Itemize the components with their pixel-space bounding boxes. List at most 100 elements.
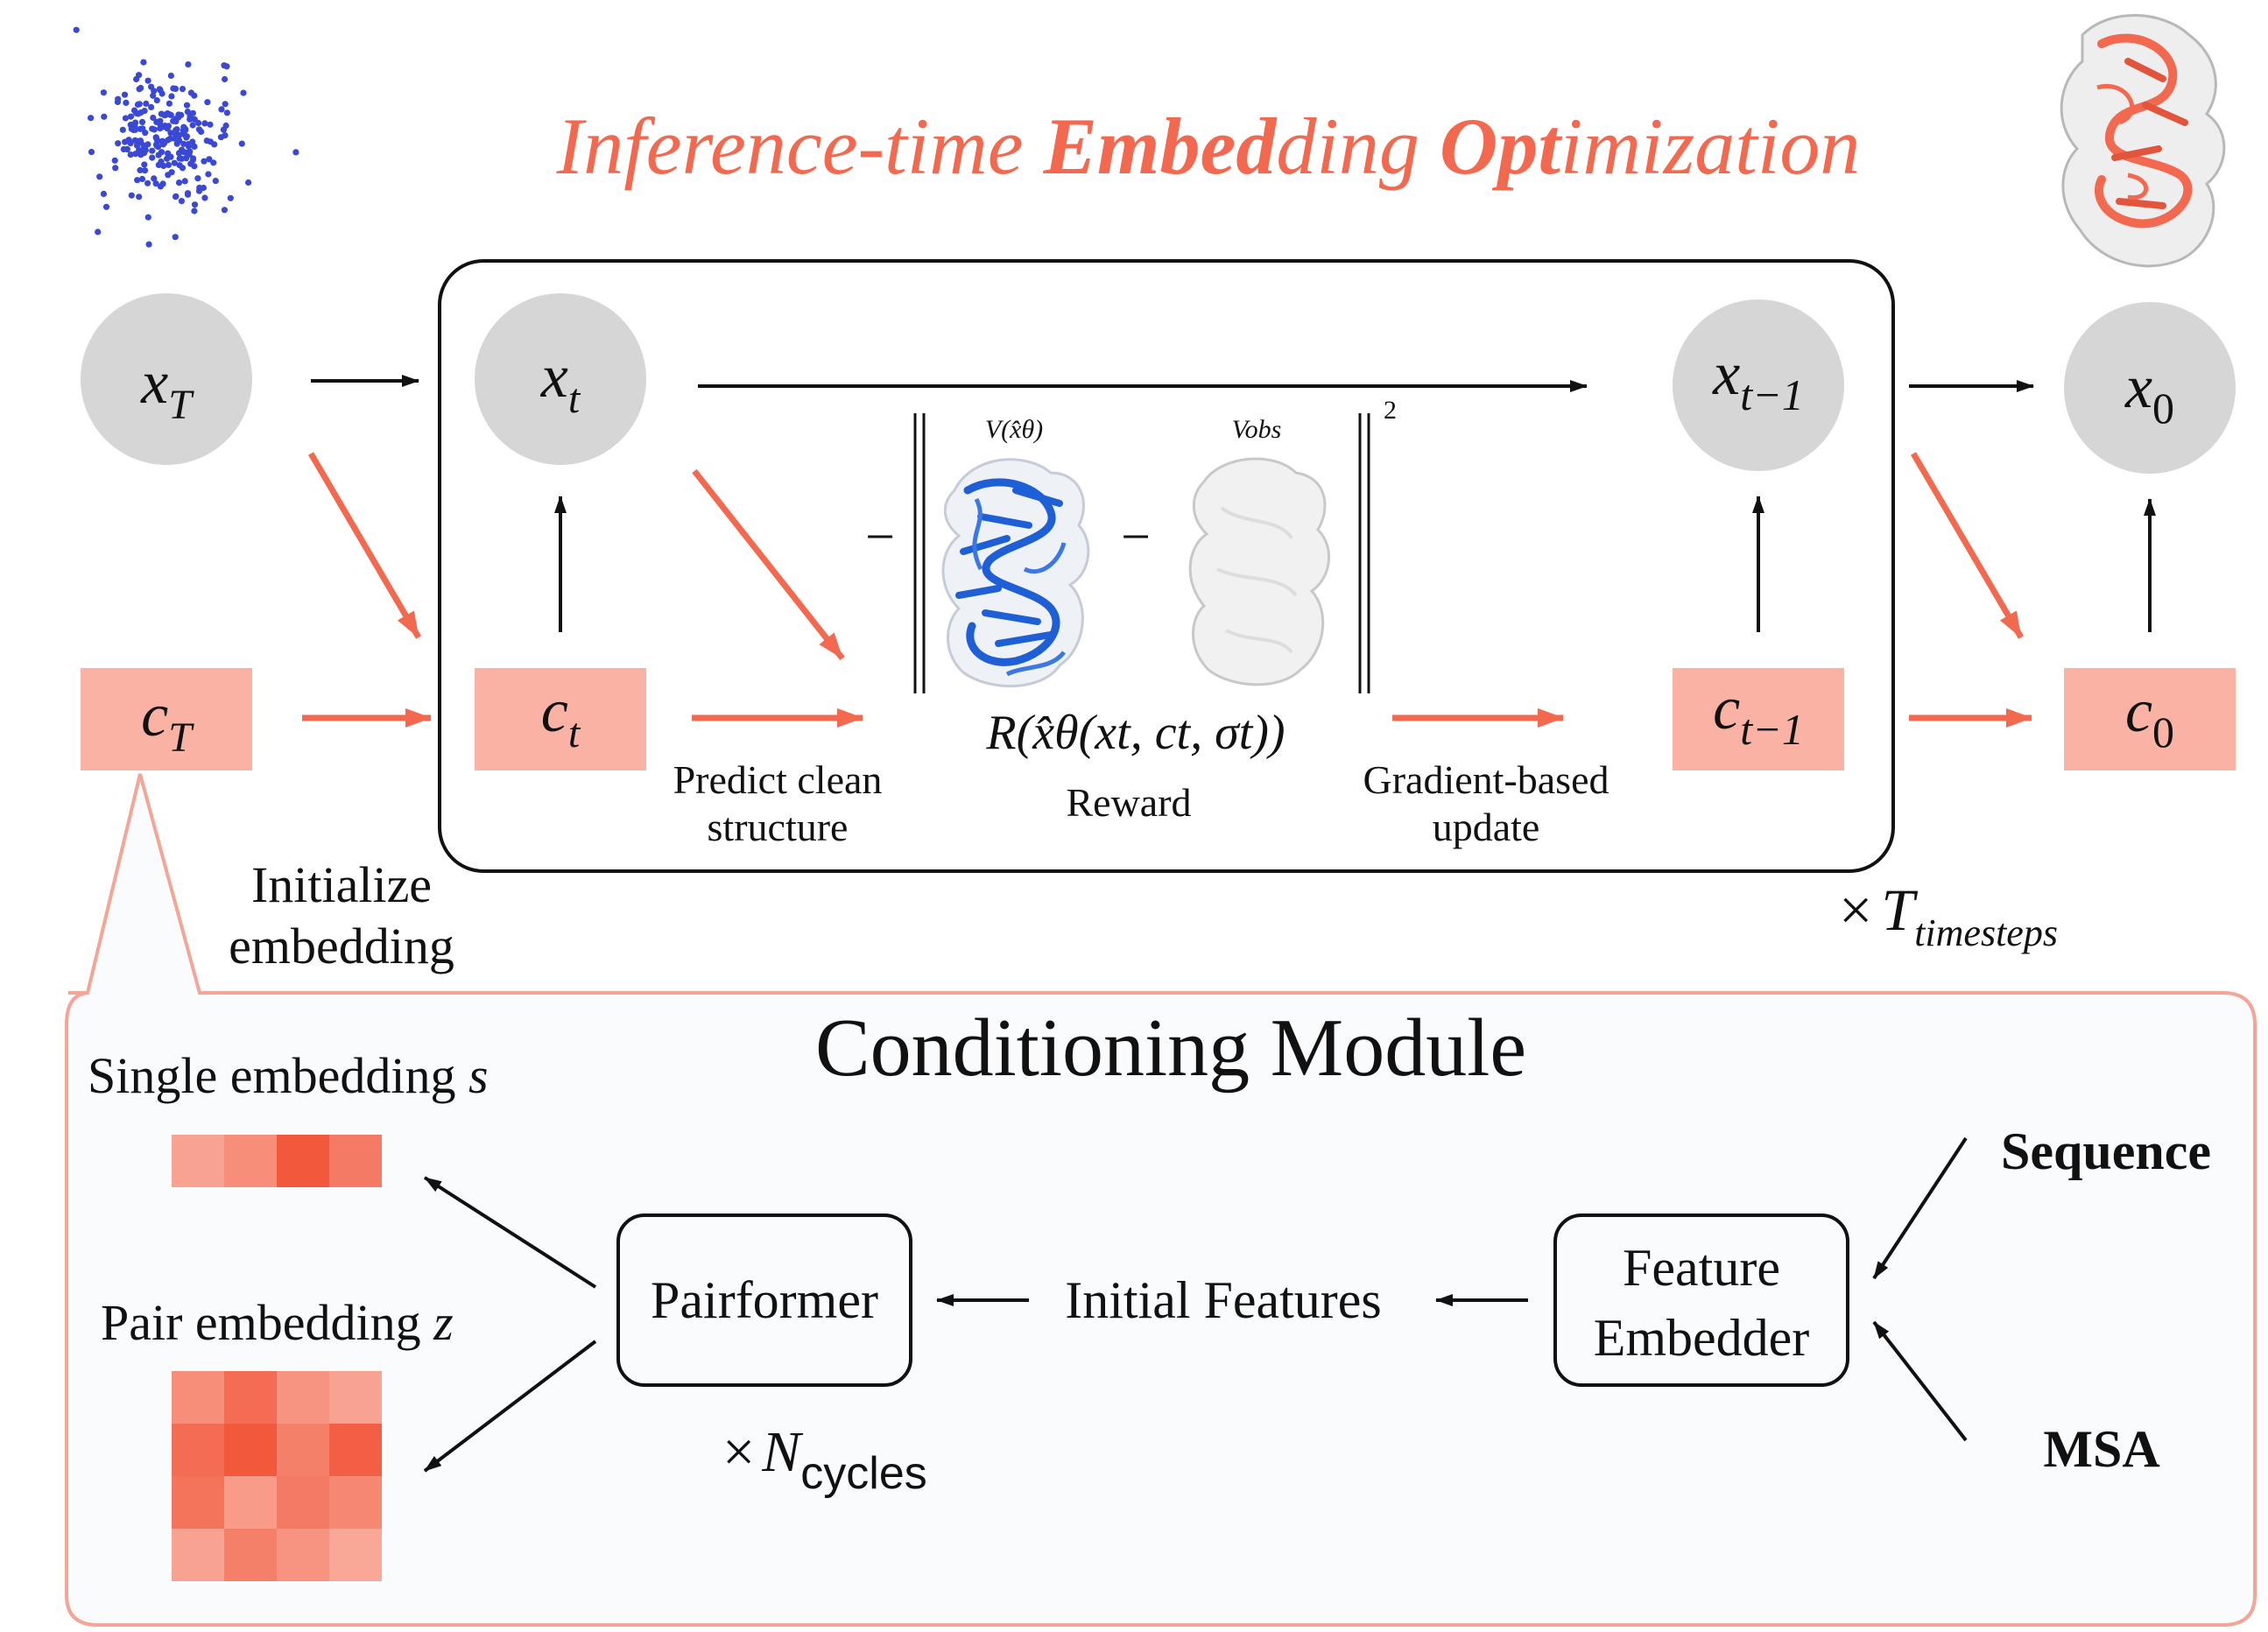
pairformer-box bbox=[616, 1213, 912, 1387]
noise-point bbox=[133, 142, 141, 149]
noise-point bbox=[178, 155, 186, 162]
noise-point bbox=[184, 191, 192, 198]
noise-point bbox=[201, 194, 208, 201]
diagram-title: Inference-time Embedding Optimization bbox=[556, 102, 1861, 191]
arrow-sequence-to-embedder bbox=[1872, 1136, 1968, 1280]
times-N-cycles: ×Ncycles bbox=[722, 1420, 927, 1499]
pair-embedding-cell bbox=[224, 1529, 277, 1581]
noise-point bbox=[195, 126, 202, 133]
noise-point bbox=[149, 125, 156, 132]
conditioning-module-panel bbox=[65, 773, 2257, 1627]
noise-point bbox=[153, 97, 160, 104]
noise-point bbox=[170, 85, 177, 92]
noise-point bbox=[176, 131, 183, 138]
noise-point bbox=[191, 143, 198, 150]
sequence-label: Sequence bbox=[2001, 1122, 2211, 1180]
pair-embedding-cell bbox=[277, 1371, 329, 1424]
noise-point bbox=[220, 126, 227, 133]
noise-point bbox=[155, 144, 162, 151]
svg-text:ct: ct bbox=[541, 678, 581, 756]
noise-point bbox=[210, 159, 217, 166]
arrow-xt-to-reward bbox=[692, 468, 845, 661]
single-embedding-grid bbox=[172, 1135, 382, 1187]
noise-point bbox=[187, 160, 194, 167]
noise-point bbox=[137, 125, 144, 132]
noise-point bbox=[205, 171, 212, 178]
noise-point bbox=[132, 119, 139, 126]
feature-embedder-line1: Feature bbox=[1623, 1239, 1780, 1297]
noise-point bbox=[179, 146, 186, 153]
node-x-T: xT bbox=[81, 293, 252, 465]
noise-point bbox=[134, 101, 142, 108]
svg-text:cT: cT bbox=[141, 682, 194, 761]
single-embedding-cell bbox=[224, 1135, 277, 1187]
noise-point bbox=[172, 234, 179, 241]
noise-point bbox=[101, 113, 108, 120]
noise-point bbox=[152, 134, 159, 141]
arrow-xT-to-ct bbox=[307, 452, 422, 639]
pairformer-label: Pairformer bbox=[651, 1271, 878, 1329]
noise-point bbox=[204, 99, 211, 106]
noise-point bbox=[292, 149, 299, 156]
init-embedding-line2: embedding bbox=[229, 918, 454, 974]
svg-text:x0: x0 bbox=[2124, 354, 2174, 433]
noise-point bbox=[187, 148, 194, 155]
noise-point bbox=[150, 114, 157, 122]
noise-point bbox=[195, 187, 203, 194]
arrow-msa-to-embedder bbox=[1872, 1320, 1968, 1442]
noise-point bbox=[102, 203, 110, 210]
noise-point bbox=[141, 108, 148, 115]
pair-embedding-cell bbox=[224, 1424, 277, 1476]
noise-point bbox=[207, 138, 214, 145]
initial-features-label: Initial Features bbox=[1065, 1271, 1382, 1329]
reward-formula: R(x̂θ(xt, ct, σt)) bbox=[985, 706, 1285, 760]
noise-point bbox=[162, 111, 169, 118]
norm-power: 2 bbox=[1384, 396, 1397, 425]
noise-point bbox=[88, 149, 95, 156]
noise-point bbox=[165, 137, 172, 144]
noise-point bbox=[95, 229, 102, 236]
pair-embedding-cell bbox=[224, 1476, 277, 1529]
v-pred-label: V(x̂θ) bbox=[985, 415, 1043, 444]
svg-text:xT: xT bbox=[140, 349, 194, 428]
noise-point bbox=[194, 175, 201, 182]
noise-point bbox=[175, 111, 182, 118]
noise-point bbox=[175, 179, 183, 186]
noise-point bbox=[123, 99, 130, 106]
noise-point bbox=[130, 107, 138, 114]
noise-point bbox=[218, 106, 225, 113]
feature-embedder-line2: Embedder bbox=[1594, 1309, 1810, 1367]
noise-point bbox=[144, 77, 151, 84]
noise-point bbox=[121, 91, 129, 98]
pair-embedding-cell bbox=[329, 1529, 382, 1581]
pair-embedding-cell bbox=[277, 1476, 329, 1529]
noise-point bbox=[152, 180, 159, 187]
pair-embedding-cell bbox=[329, 1476, 382, 1529]
noise-point bbox=[167, 72, 174, 80]
flow-arrows-red bbox=[302, 452, 2032, 728]
negative-sign: − bbox=[865, 508, 895, 566]
noise-point bbox=[145, 241, 152, 248]
times-T-timesteps: ×Ttimesteps bbox=[1839, 876, 2058, 954]
pair-embedding-cell bbox=[329, 1371, 382, 1424]
pair-embedding-grid bbox=[172, 1371, 382, 1581]
noise-point bbox=[180, 140, 187, 147]
noise-point bbox=[115, 140, 122, 147]
noise-point bbox=[128, 192, 135, 199]
noise-point bbox=[183, 134, 190, 141]
noise-point bbox=[191, 201, 199, 208]
noise-point bbox=[238, 140, 245, 147]
node-c-0: c0 bbox=[2064, 668, 2236, 770]
noise-point bbox=[114, 98, 121, 106]
pair-embedding-cell bbox=[277, 1424, 329, 1476]
pair-embedding-cell bbox=[172, 1424, 224, 1476]
noise-point bbox=[151, 175, 158, 182]
noise-point bbox=[183, 102, 191, 109]
noise-point bbox=[148, 103, 155, 110]
arrow-pairformer-to-single bbox=[423, 1176, 597, 1289]
noise-point bbox=[73, 26, 80, 33]
single-embedding-cell bbox=[329, 1135, 382, 1187]
noise-point bbox=[182, 126, 189, 133]
module-arrows bbox=[423, 1136, 1968, 1473]
noise-point bbox=[189, 138, 196, 145]
